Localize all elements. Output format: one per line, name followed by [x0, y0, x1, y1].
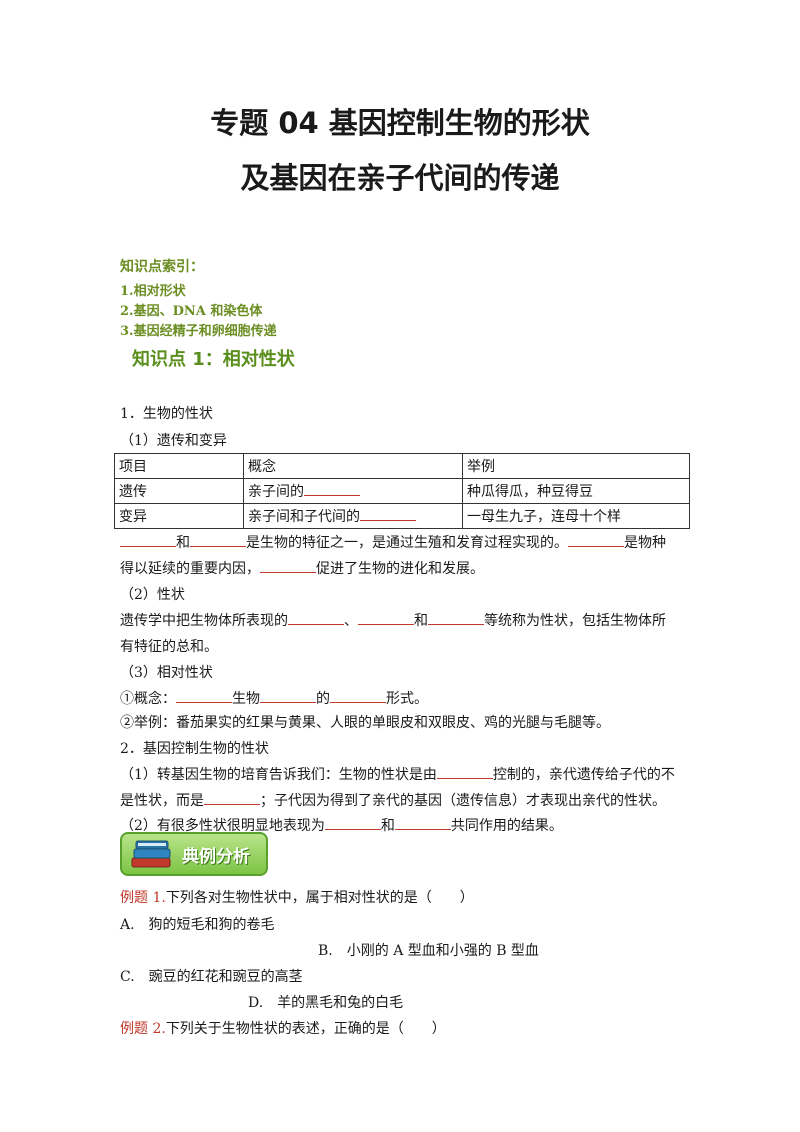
fill-blank[interactable] — [260, 558, 316, 573]
paragraph-line-e: ①概念：生物的形式。 — [120, 688, 428, 708]
index-heading: 知识点索引： — [120, 259, 204, 275]
paragraph-line-h: 是性状，而是；子代因为得到了亲代的基因（遗传信息）才表现出亲代的性状。 — [120, 790, 666, 810]
fill-blank[interactable] — [358, 610, 414, 625]
books-icon — [131, 840, 171, 868]
paragraph-line-g: （1）转基因生物的培育告诉我们：生物的性状是由控制的，亲代遗传给子代的不 — [120, 764, 675, 784]
fill-blank[interactable] — [288, 610, 344, 625]
fill-blank[interactable] — [324, 815, 381, 830]
fill-blank[interactable] — [428, 610, 484, 625]
paragraph-line-c: 遗传学中把生物体所表现的、和等统称为性状，包括生物体所 — [120, 610, 666, 630]
example-question-2: 例题 2.下列关于生物性状的表述，正确的是（ ） — [120, 1021, 446, 1037]
table-cell-item: 遗传 — [114, 478, 244, 504]
fill-blank[interactable] — [436, 764, 493, 779]
paragraph-1-sub: （1）遗传和变异 — [120, 433, 227, 449]
fill-blank[interactable] — [120, 532, 176, 547]
paragraph-line-b: 得以延续的重要内因，促进了生物的进化和发展。 — [120, 558, 484, 578]
paragraph-2: （2）性状 — [120, 587, 185, 603]
page-title-line-2: 及基因在亲子代间的传递 — [240, 161, 560, 195]
fill-blank[interactable] — [394, 815, 451, 830]
table-cell-concept: 亲子间和子代间的 — [243, 503, 463, 529]
paragraph-3: （3）相对性状 — [120, 665, 213, 681]
fill-blank[interactable] — [190, 532, 246, 547]
example-question-1: 例题 1.下列各对生物性状中，属于相对性状的是（ ） — [120, 890, 474, 906]
table-header-cell: 项目 — [114, 453, 244, 479]
index-item-3: 3.基因经精子和卵细胞传递 — [120, 324, 277, 339]
option-d[interactable]: D. 羊的黑毛和兔的白毛 — [248, 995, 404, 1011]
fill-blank[interactable] — [176, 688, 232, 703]
option-b[interactable]: B. 小刚的 A 型血和小强的 B 型血 — [318, 943, 539, 959]
paragraph-4: 2．基因控制生物的性状 — [120, 741, 269, 757]
section-heading-1: 知识点 1：相对性状 — [132, 349, 295, 370]
example-analysis-badge: 典例分析 — [120, 832, 268, 876]
table-cell-concept: 亲子间的 — [243, 478, 463, 504]
table-header-row: 项目 概念 举例 — [114, 453, 690, 479]
fill-blank[interactable] — [260, 688, 316, 703]
heredity-variation-table: 项目 概念 举例 遗传 亲子间的 种瓜得瓜，种豆得豆 变异 亲子间和子代间的 一… — [114, 453, 690, 529]
fill-blank[interactable] — [330, 688, 386, 703]
paragraph-1: 1．生物的性状 — [120, 406, 213, 422]
fill-blank[interactable] — [568, 532, 624, 547]
option-a[interactable]: A. 狗的短毛和狗的卷毛 — [120, 917, 275, 933]
badge-label: 典例分析 — [182, 847, 250, 867]
paragraph-line-f: ②举例：番茄果实的红果与黄果、人眼的单眼皮和双眼皮、鸡的光腿与毛腿等。 — [120, 715, 610, 731]
paragraph-line-d: 有特征的总和。 — [120, 639, 218, 655]
table-row: 变异 亲子间和子代间的 一母生九子，连母十个样 — [114, 503, 690, 529]
table-cell-item: 变异 — [114, 503, 244, 529]
option-c[interactable]: C. 豌豆的红花和豌豆的高茎 — [120, 969, 303, 985]
paragraph-line-a: 和是生物的特征之一，是通过生殖和发育过程实现的。是物种 — [120, 532, 666, 552]
fill-blank[interactable] — [360, 506, 416, 521]
table-cell-example: 种瓜得瓜，种豆得豆 — [462, 478, 690, 504]
table-cell-example: 一母生九子，连母十个样 — [462, 503, 690, 529]
page-title-line-1: 专题 04 基因控制生物的形状 — [210, 106, 590, 140]
fill-blank[interactable] — [204, 790, 260, 805]
table-header-cell: 举例 — [462, 453, 690, 479]
index-item-1: 1.相对形状 — [120, 284, 186, 299]
index-item-2: 2.基因、DNA 和染色体 — [120, 304, 263, 319]
table-row: 遗传 亲子间的 种瓜得瓜，种豆得豆 — [114, 478, 690, 504]
table-header-cell: 概念 — [243, 453, 463, 479]
paragraph-line-i: （2）有很多性状很明显地表现为和共同作用的结果。 — [120, 815, 563, 835]
fill-blank[interactable] — [304, 481, 360, 496]
